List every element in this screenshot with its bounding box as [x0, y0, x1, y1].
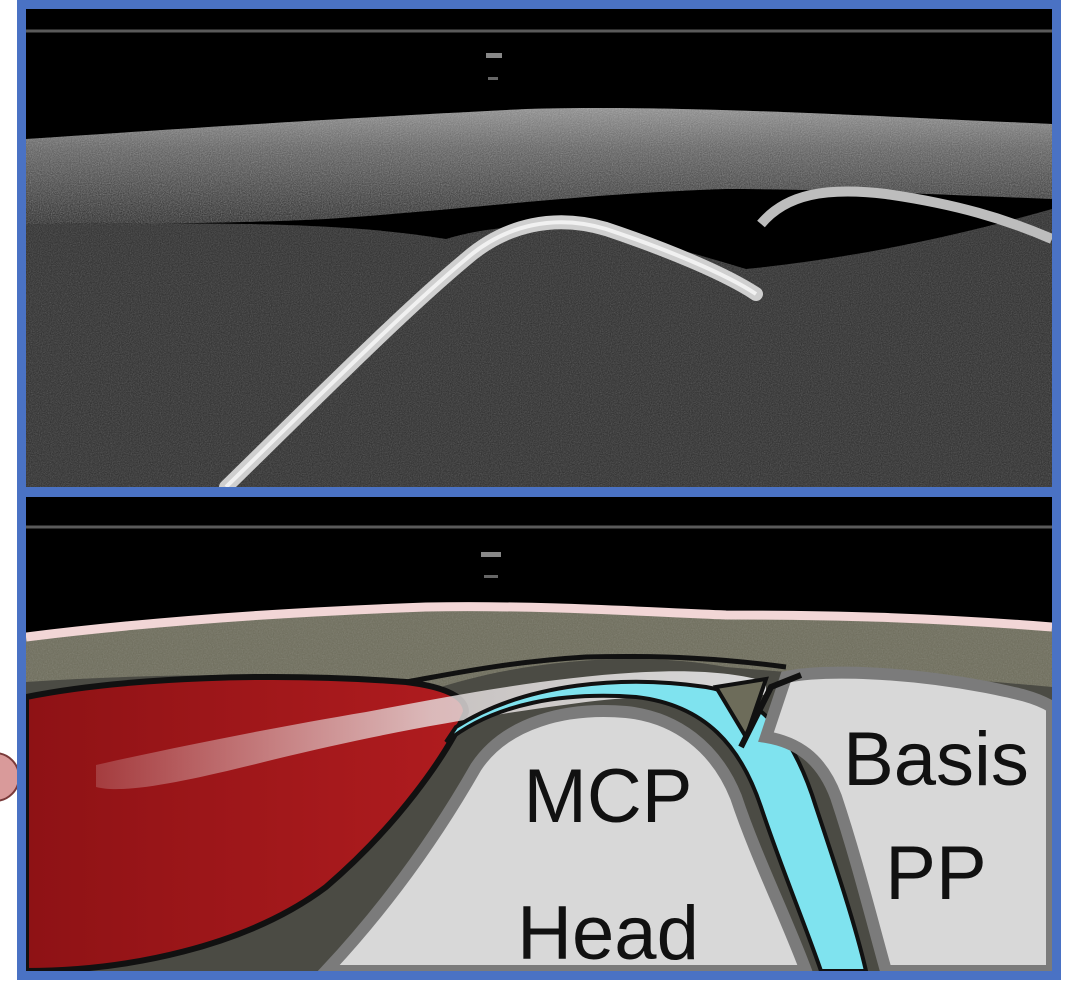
label-basis: Basis	[843, 717, 1029, 802]
label-pp: PP	[885, 831, 986, 916]
annotated-diagram: MCP Head Basis PP	[26, 497, 1052, 971]
ultrasound-image	[26, 9, 1052, 487]
ultrasound-image-panel	[17, 0, 1061, 496]
label-mcp: MCP	[524, 754, 693, 839]
annotated-diagram-panel: MCP Head Basis PP	[17, 488, 1061, 980]
label-head: Head	[517, 891, 699, 971]
